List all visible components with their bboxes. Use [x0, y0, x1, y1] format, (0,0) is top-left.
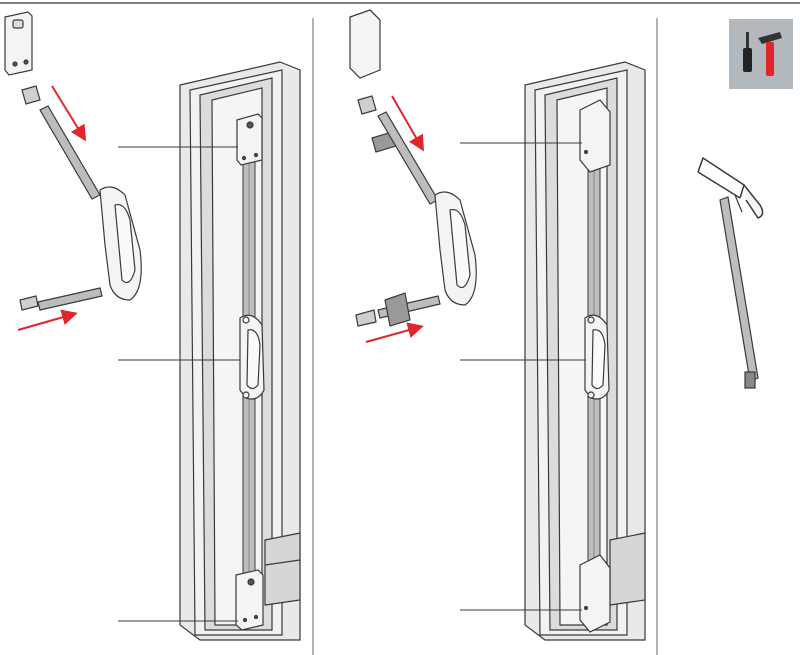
handle-assembly-1: [239, 314, 265, 400]
connector-part-top-1: [21, 85, 41, 105]
panel-1: [4, 11, 301, 641]
top-keeper-1: [236, 113, 263, 166]
screwdriver-hammer-icon: [729, 19, 793, 89]
top-cover-2: [579, 99, 611, 173]
handle-part-1: [99, 186, 142, 301]
panel-2: [349, 9, 646, 641]
hacksaw-icon: [697, 156, 764, 219]
red-arrow-down-1: [51, 85, 87, 142]
rod-piece-bottom-1: [19, 287, 103, 311]
panel-3: [697, 19, 793, 389]
rod-piece-top-1: [39, 105, 101, 200]
red-arrow-down-2: [391, 95, 424, 152]
cut-rod: [719, 194, 759, 389]
rod-piece-bottom-2: [355, 292, 441, 327]
bottom-cover-2: [579, 554, 611, 633]
handle-assembly-2: [584, 314, 610, 400]
handle-part-2: [434, 191, 477, 306]
keeper-part-1: [4, 11, 33, 76]
red-arrow-right-1: [17, 309, 78, 331]
rod-piece-top-2: [377, 111, 439, 205]
cover-part-2: [349, 9, 381, 79]
bottom-keeper-1: [235, 569, 264, 631]
red-arrow-right-2: [365, 322, 424, 343]
